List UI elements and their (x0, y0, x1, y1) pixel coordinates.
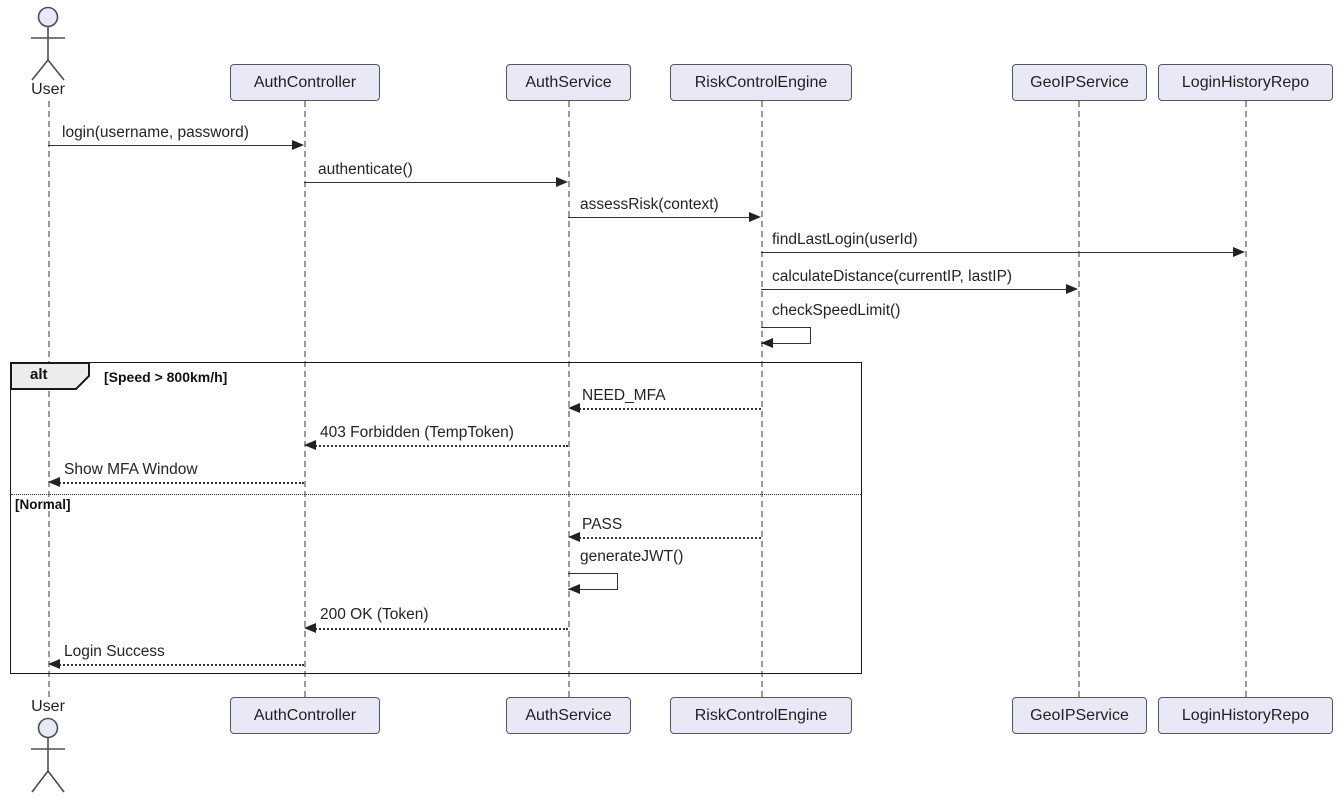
arrowhead-icon (1066, 284, 1078, 294)
message-label-authenticate: authenticate() (318, 161, 413, 178)
message-label-loginsuccess: Login Success (64, 643, 165, 660)
message-line-login (48, 145, 295, 146)
participant-loginhistoryrepo-bottom: LoginHistoryRepo (1158, 697, 1333, 734)
lifeline-loginhistoryrepo (1245, 101, 1247, 697)
lifeline-riskcontrolengine (761, 101, 763, 697)
lifeline-authcontroller (304, 101, 306, 697)
arrowhead-icon (48, 477, 60, 487)
message-label-showmfawindow: Show MFA Window (64, 461, 198, 478)
arrowhead-icon (1233, 247, 1245, 257)
user-actor-icon (31, 717, 65, 793)
message-line-calculatedistance (761, 289, 1067, 290)
message-line-403forbidden (312, 445, 568, 447)
message-label-needmfa: NEED_MFA (582, 387, 666, 404)
message-label-generatejwt: generateJWT() (580, 548, 684, 565)
message-label-200ok: 200 OK (Token) (320, 606, 429, 623)
message-line-loginsuccess (56, 664, 304, 666)
message-label-assessrisk: assessRisk(context) (580, 196, 719, 213)
arrowhead-icon (568, 403, 580, 413)
alt-divider (11, 494, 861, 495)
lifeline-geoipservice (1078, 101, 1080, 697)
self-message-loop-generatejwt (568, 573, 618, 590)
arrowhead-icon (761, 338, 773, 348)
arrowhead-icon (292, 140, 304, 150)
message-label-checkspeedlimit: checkSpeedLimit() (772, 302, 901, 319)
message-line-200ok (312, 628, 568, 630)
message-label-pass: PASS (582, 516, 623, 533)
arrowhead-icon (304, 440, 316, 450)
message-label-403forbidden: 403 Forbidden (TempToken) (320, 424, 514, 441)
arrowhead-icon (749, 212, 761, 222)
message-line-pass (576, 537, 761, 539)
arrowhead-icon (556, 177, 568, 187)
lifeline-authservice (568, 101, 570, 697)
participant-riskcontrolengine-top: RiskControlEngine (670, 64, 852, 101)
message-line-showmfawindow (56, 482, 304, 484)
arrowhead-icon (48, 659, 60, 669)
alt-condition-normal: [Normal] (15, 497, 71, 512)
message-line-findlastlogin (761, 252, 1234, 253)
participant-authcontroller-bottom: AuthController (230, 697, 380, 734)
alt-fragment-label-shape (10, 362, 90, 390)
participant-geoipservice-top: GeoIPService (1012, 64, 1147, 101)
arrowhead-icon (568, 532, 580, 542)
self-message-loop-checkspeedlimit (761, 327, 811, 344)
message-line-authenticate (304, 182, 557, 183)
actor-label-user-top: User (31, 81, 65, 98)
alt-fragment: alt [Speed > 800km/h] [Normal] (10, 362, 862, 674)
message-label-calculatedistance: calculateDistance(currentIP, lastIP) (772, 268, 1013, 285)
participant-riskcontrolengine-bottom: RiskControlEngine (670, 697, 852, 734)
message-line-needmfa (576, 408, 761, 410)
alt-condition-speed: [Speed > 800km/h] (104, 369, 228, 385)
message-line-assessrisk (568, 217, 750, 218)
actor-label-user-bottom: User (31, 698, 65, 715)
participant-geoipservice-bottom: GeoIPService (1012, 697, 1147, 734)
message-label-findlastlogin: findLastLogin(userId) (772, 231, 918, 248)
participant-loginhistoryrepo-top: LoginHistoryRepo (1158, 64, 1333, 101)
participant-authcontroller-top: AuthController (230, 64, 380, 101)
alt-fragment-operator: alt (30, 366, 48, 383)
message-label-login: login(username, password) (62, 124, 249, 141)
arrowhead-icon (304, 623, 316, 633)
participant-authservice-top: AuthService (506, 64, 631, 101)
participant-authservice-bottom: AuthService (506, 697, 631, 734)
lifeline-user (48, 101, 50, 697)
arrowhead-icon (568, 584, 580, 594)
user-actor-icon (31, 6, 65, 81)
